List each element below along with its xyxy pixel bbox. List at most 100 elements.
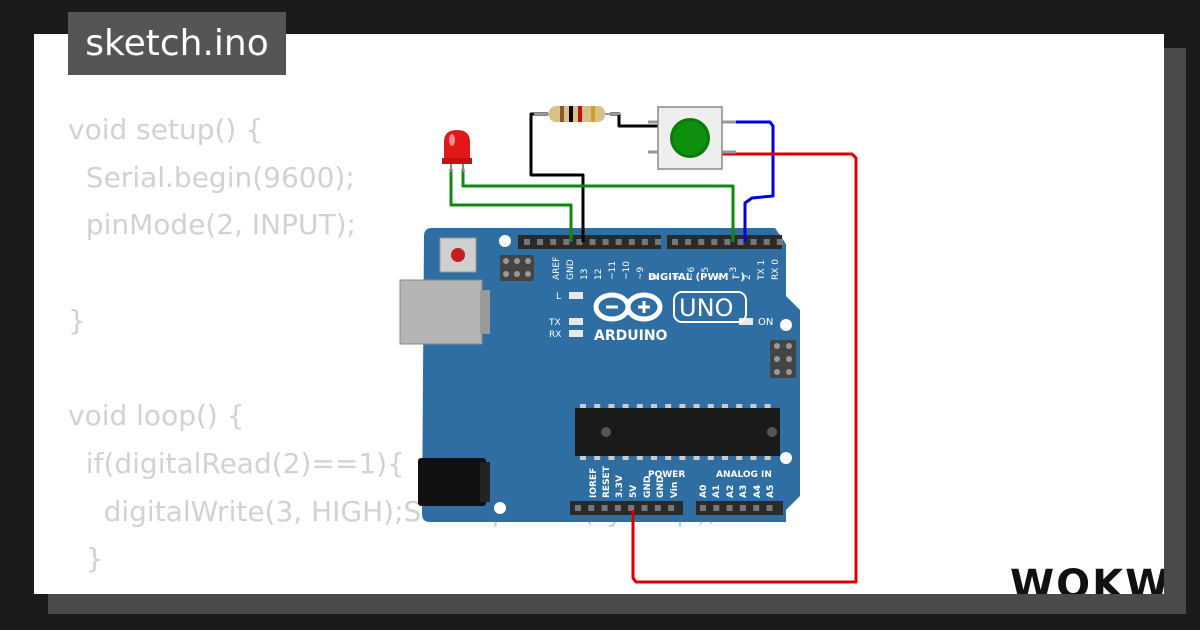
- digital-header-label: DIGITAL (PWM ~): [648, 272, 745, 283]
- header-pin[interactable]: [614, 505, 621, 511]
- code-line: }: [68, 303, 86, 337]
- top-pin-label: TX 1: [757, 260, 767, 281]
- power-pin-label: RESET: [602, 465, 612, 498]
- analog-pin-label: A1: [712, 485, 722, 498]
- header-pin[interactable]: [750, 239, 757, 245]
- top-pin-label: 8: [650, 274, 660, 280]
- analog-label: ANALOG IN: [716, 470, 772, 480]
- header-pin[interactable]: [724, 239, 731, 245]
- header-pin[interactable]: [753, 505, 760, 511]
- header-pin[interactable]: [563, 239, 570, 245]
- code-line: if(digitalRead(2)==1){: [68, 446, 405, 480]
- code-line: }: [68, 542, 104, 576]
- top-pin-label: 4: [715, 274, 725, 280]
- header-pin[interactable]: [713, 505, 720, 511]
- top-pin-label: GND: [566, 259, 576, 280]
- header-pin[interactable]: [602, 239, 609, 245]
- code-line: Serial.begin(9600);: [68, 160, 355, 194]
- header-pin[interactable]: [576, 239, 583, 245]
- arduino-uno-board[interactable]: AREF GND 13 12 ~11 ~10 ~9 8 7 ~6 ~5 4 ~3 2 TX 1 RX 0 DI…: [399, 228, 800, 522]
- top-pin-label: ~5: [701, 267, 711, 280]
- analog-pin-label: A5: [766, 485, 776, 498]
- code-line: void setup() {: [68, 113, 264, 146]
- header-pin[interactable]: [700, 505, 706, 511]
- header-pin[interactable]: [737, 239, 744, 245]
- wire-green-led-13[interactable]: [449, 169, 573, 242]
- top-pin-label: AREF: [552, 257, 562, 280]
- arduino-infinity-icon: [593, 292, 663, 322]
- top-pin-label: ~3: [729, 267, 739, 280]
- pushbutton-icon[interactable]: [648, 106, 736, 170]
- wokwi-logo: WOKWi: [1010, 562, 1164, 594]
- header-pin[interactable]: [739, 505, 746, 511]
- header-pin[interactable]: [615, 239, 622, 245]
- board-brand: ARDUINO: [594, 328, 668, 344]
- top-pin-label: RX 0: [771, 259, 781, 280]
- analog-pin-label: A3: [739, 485, 749, 498]
- header-pin[interactable]: [763, 239, 770, 245]
- header-pin[interactable]: [685, 239, 692, 245]
- tx-led-label: TX: [548, 318, 561, 328]
- led-icon[interactable]: [442, 130, 472, 172]
- header-pin[interactable]: [537, 239, 544, 245]
- power-header: [570, 501, 683, 515]
- analog-pin-label: A2: [726, 485, 736, 498]
- top-pin-label: 12: [594, 269, 604, 280]
- header-pin[interactable]: [668, 505, 675, 511]
- l-led-label: L: [556, 292, 561, 302]
- board-model: UNO: [679, 294, 733, 322]
- wire-black-resistor-button[interactable]: [610, 112, 660, 128]
- header-pin[interactable]: [726, 505, 733, 511]
- analog-pin-label: A4: [753, 485, 763, 498]
- power-pin-label: GND: [656, 476, 666, 498]
- top-pin-label: 7: [673, 274, 683, 280]
- wire-green-led-pin3[interactable]: [461, 169, 735, 242]
- header-pin[interactable]: [776, 239, 783, 245]
- code-line: void loop() {: [68, 399, 245, 433]
- top-pin-label: ~9: [636, 266, 646, 280]
- header-pin[interactable]: [655, 239, 661, 245]
- code-line: if(digitalRead(2)==0){: [68, 583, 717, 594]
- power-label: POWER: [648, 470, 685, 480]
- header-pin[interactable]: [588, 505, 595, 511]
- power-pin-label: 5V: [629, 485, 639, 498]
- header-pin[interactable]: [766, 505, 773, 511]
- wire-black-resistor-gnd[interactable]: [529, 112, 585, 242]
- power-pin-label: IOREF: [589, 468, 599, 498]
- header-pin[interactable]: [654, 505, 661, 511]
- header-pin[interactable]: [672, 239, 678, 245]
- header-pin[interactable]: [641, 239, 648, 245]
- power-pin-label: Vin: [670, 482, 680, 498]
- file-name-tab[interactable]: sketch.ino: [68, 12, 286, 75]
- header-pin[interactable]: [589, 239, 596, 245]
- top-pin-label: ~10: [622, 261, 632, 280]
- analog-header: [696, 501, 783, 515]
- analog-pin-label: A0: [699, 485, 709, 498]
- header-pin[interactable]: [711, 239, 718, 245]
- wire-blue-button-pin2[interactable]: [728, 120, 775, 242]
- resistor-icon[interactable]: [534, 106, 620, 122]
- usb-port-icon: [399, 279, 483, 345]
- header-pin[interactable]: [601, 505, 608, 511]
- power-jack-icon: [418, 458, 486, 506]
- top-pin-label: ~6: [687, 266, 697, 280]
- header-pin[interactable]: [698, 239, 705, 245]
- header-pin[interactable]: [628, 505, 635, 511]
- wire-red-button-5v[interactable]: [631, 152, 858, 584]
- rx-led-label: RX: [549, 330, 561, 340]
- header-pin[interactable]: [524, 239, 530, 245]
- circuit-diagram[interactable]: AREF GND 13 12 ~11 ~10 ~9 8 7 ~6 ~5 4 ~3 2 TX 1 RX 0 DI…: [34, 34, 1164, 594]
- header-pin[interactable]: [628, 239, 635, 245]
- project-card[interactable]: void setup() { Serial.begin(9600); pinMo…: [34, 34, 1164, 594]
- top-pin-label: 13: [580, 269, 590, 280]
- on-led-label: ON: [758, 317, 773, 328]
- header-pin[interactable]: [575, 505, 581, 511]
- power-pin-label: 3.3V: [615, 475, 625, 498]
- top-pin-label: ~11: [608, 261, 618, 280]
- code-line: pinMode(2, INPUT);: [68, 208, 356, 242]
- power-pin-label: GND: [643, 476, 653, 498]
- top-pin-label: 2: [743, 274, 753, 280]
- header-pin[interactable]: [550, 239, 557, 245]
- header-pin[interactable]: [641, 505, 648, 511]
